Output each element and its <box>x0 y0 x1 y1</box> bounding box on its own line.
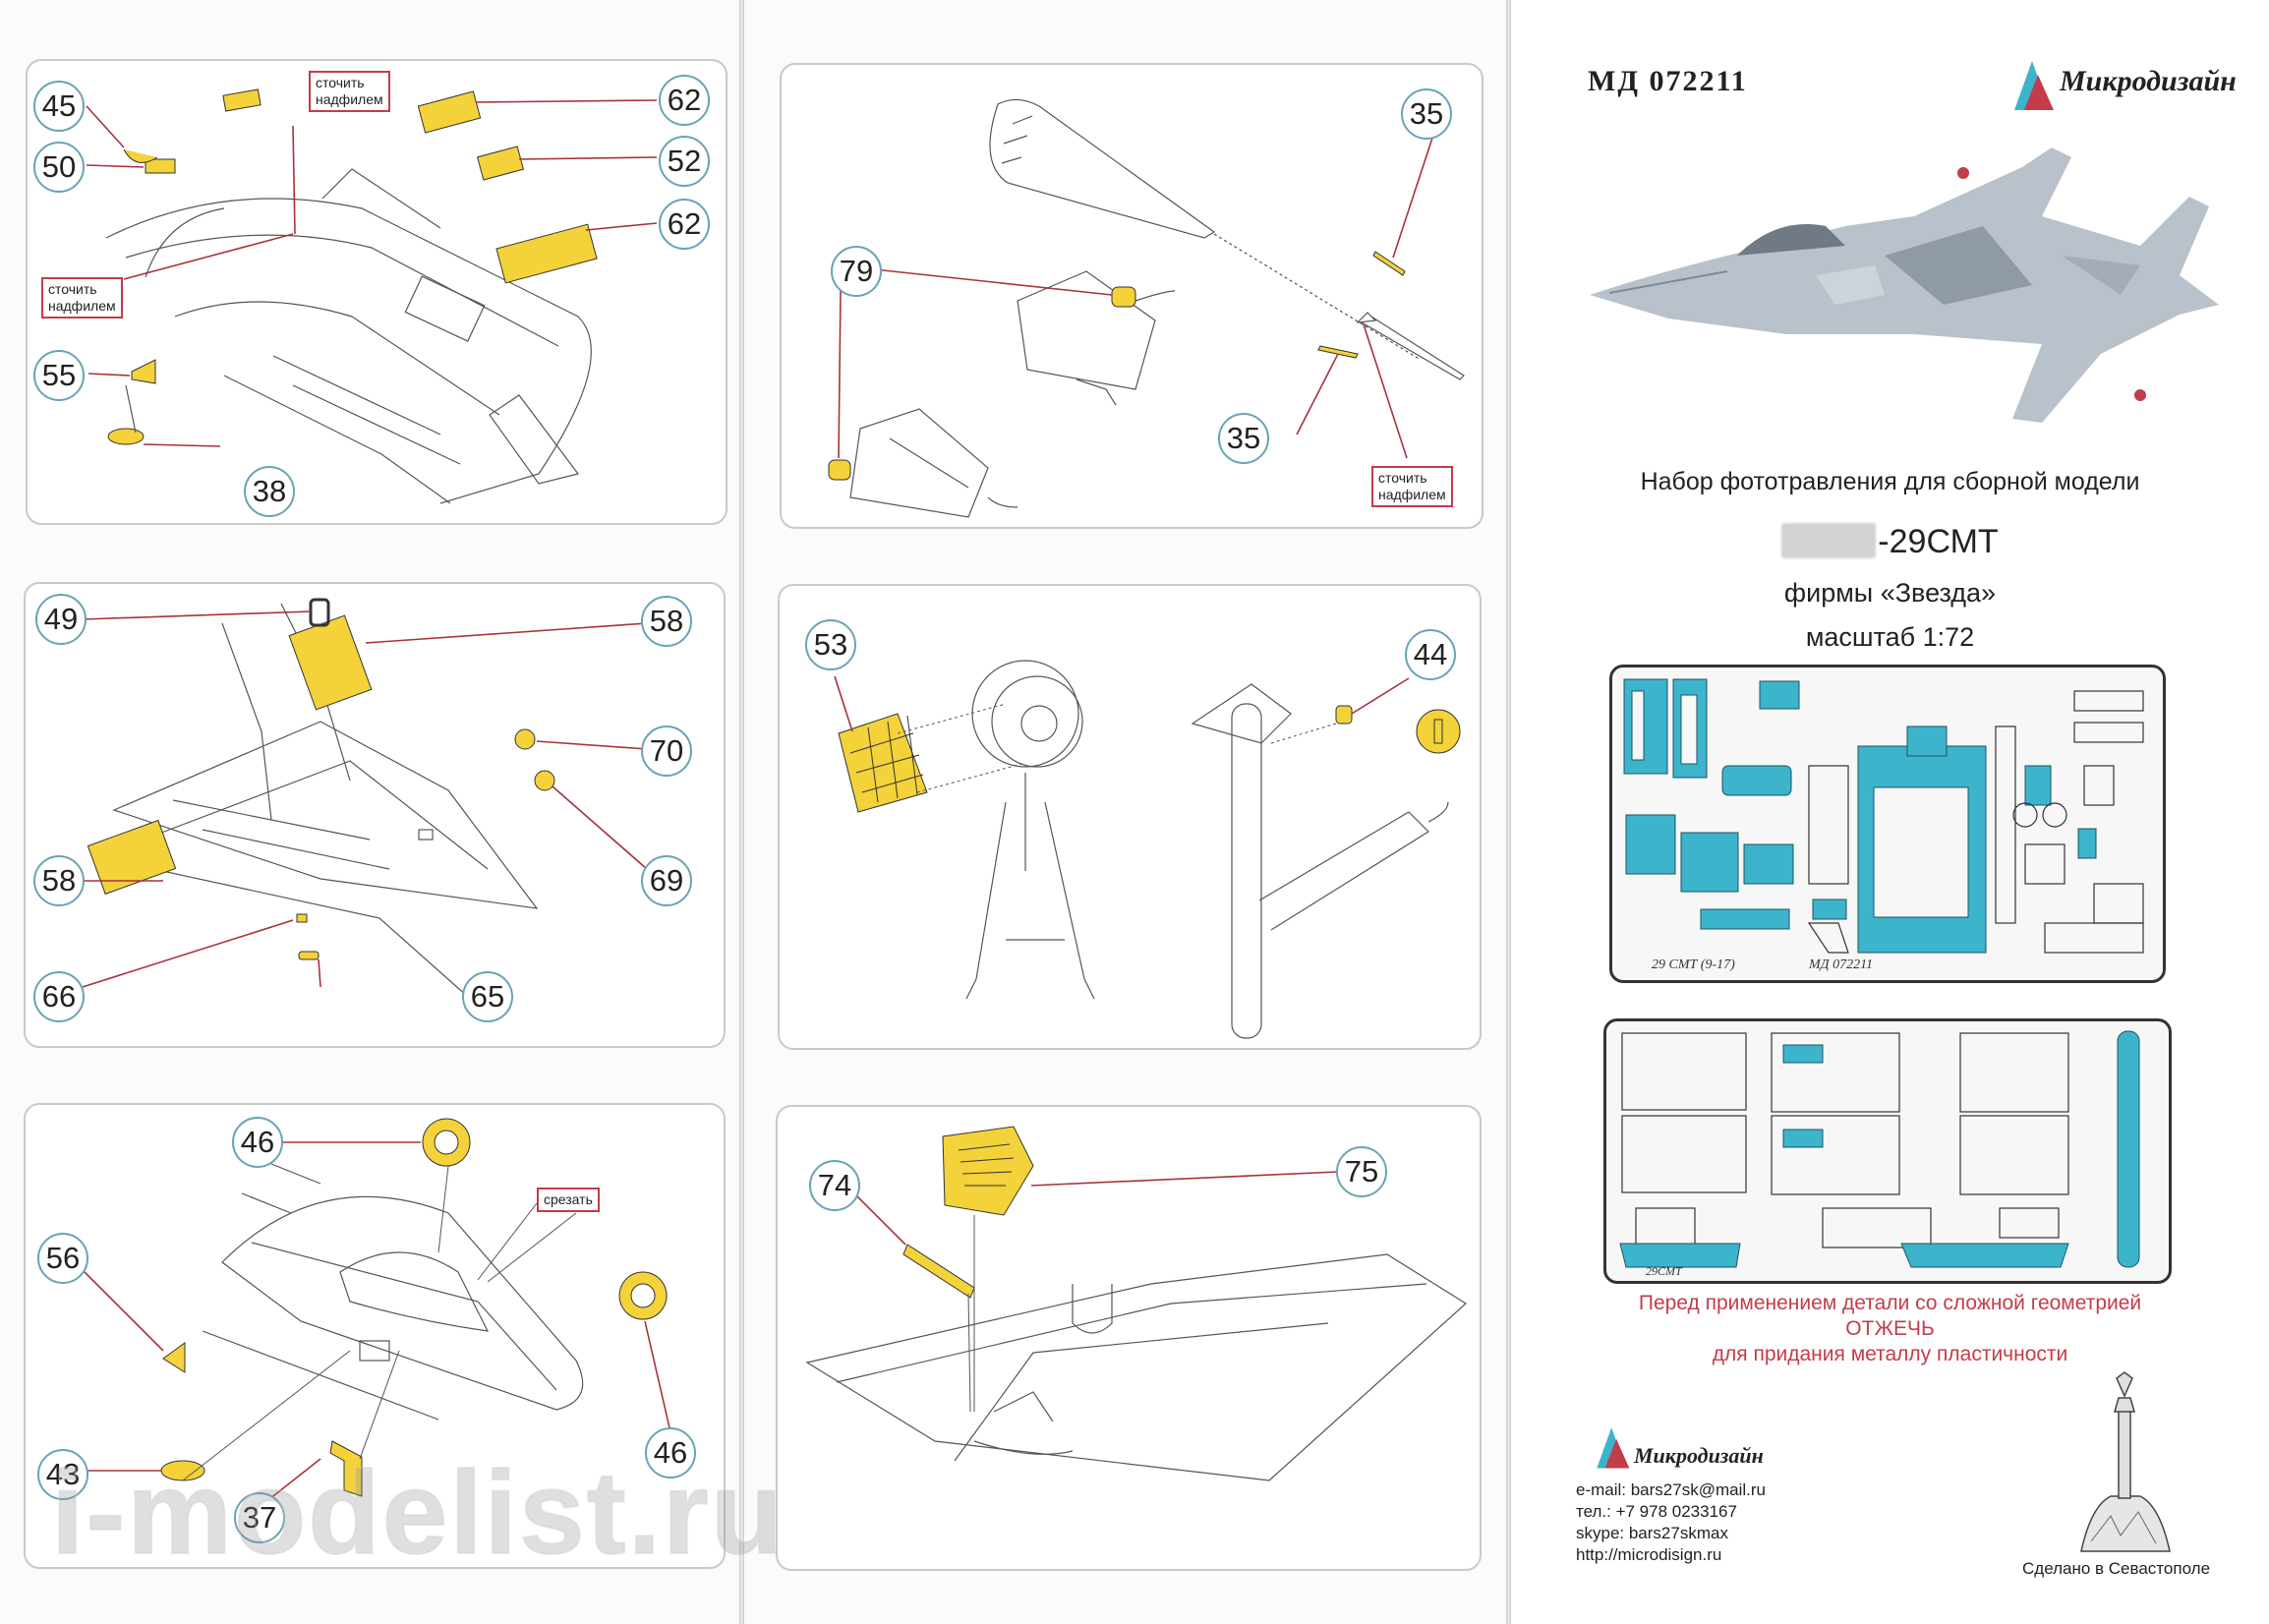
warning-line-2: ОТЖЕЧЬ <box>1845 1317 1935 1340</box>
callout-79: 79 <box>831 246 882 297</box>
callout-35-bottom: 35 <box>1218 413 1269 464</box>
monument-icon <box>2080 1371 2171 1552</box>
note-file-down-3: сточить надфилем <box>1371 466 1453 507</box>
nose-cone-drawing <box>828 98 1465 518</box>
callout-62-bottom: 62 <box>659 199 710 250</box>
watermark-text: i-modelist.ru <box>50 1446 785 1580</box>
contact-phone: тел.: +7 978 0233167 <box>1576 1502 1737 1521</box>
wing-underside-drawing <box>82 598 648 998</box>
instruction-sheet-middle: 35 79 35 сточить надфилем <box>744 0 1506 1624</box>
photoetch-fret-1: 29 СМТ (9-17) МД 072211 <box>1609 665 2166 983</box>
landing-gear-drawing <box>834 660 1461 1039</box>
aircraft-photo-icon <box>1590 147 2219 423</box>
callout-56: 56 <box>37 1233 88 1284</box>
instruction-panel-6: 74 75 <box>776 1105 1482 1571</box>
instruction-panel-1: 45 50 55 38 62 52 62 сточить надфилем ст… <box>26 59 727 525</box>
instruction-sheet-left: 45 50 55 38 62 52 62 сточить надфилем ст… <box>0 0 739 1624</box>
instruction-panel-2: 35 79 35 сточить надфилем <box>780 63 1484 529</box>
fret-1-parts-icon: 29 СМТ (9-17) МД 072211 <box>1623 678 2144 972</box>
callout-75: 75 <box>1336 1146 1387 1197</box>
cover-sheet: МД 072211 Микродизайн Набор фототравлени… <box>1511 0 2269 1624</box>
callout-35-top: 35 <box>1401 88 1452 140</box>
callout-50: 50 <box>33 142 85 193</box>
instruction-panel-3: 49 58 70 58 69 66 65 <box>24 582 726 1048</box>
callout-52: 52 <box>659 136 710 187</box>
wing-tip-drawing <box>805 1126 1467 1481</box>
fret-2-parts-icon: 29СМТ <box>1619 1030 2140 1278</box>
article-number: МД 072211 <box>1588 65 1748 97</box>
fuselage-top-drawing <box>86 88 658 504</box>
callout-58-bottom: 58 <box>33 855 85 906</box>
note-file-down-2: сточить надфилем <box>41 277 123 319</box>
callout-49: 49 <box>35 594 87 645</box>
photoetch-fret-2: 29СМТ <box>1603 1018 2172 1284</box>
callout-43: 43 <box>37 1449 88 1500</box>
fret-1-label-a: 29 СМТ (9-17) <box>1652 957 1735 972</box>
fold-line-2 <box>1506 0 1511 1624</box>
brand-logo-small-icon <box>1597 1427 1630 1469</box>
instruction-panel-4: 53 44 <box>778 584 1482 1050</box>
instruction-panel-5: 46 56 46 43 37 срезать <box>24 1103 726 1569</box>
contact-skype: skype: bars27skmax <box>1576 1524 1728 1542</box>
made-in-label: Сделано в Севастополе <box>2022 1559 2211 1578</box>
callout-46-top: 46 <box>232 1117 283 1168</box>
callout-53: 53 <box>805 619 856 670</box>
callout-58-top: 58 <box>641 596 692 647</box>
kit-manufacturer: фирмы «Звезда» <box>1783 578 1997 608</box>
brand-logo-icon <box>2014 61 2054 110</box>
callout-45: 45 <box>33 81 85 132</box>
callout-74: 74 <box>809 1160 860 1211</box>
nose-section-drawing <box>84 1118 675 1511</box>
callout-55: 55 <box>33 350 85 401</box>
brand-name: Микродизайн <box>2060 65 2237 97</box>
kit-scale: масштаб 1:72 <box>1805 622 1975 652</box>
callout-37: 37 <box>234 1492 285 1543</box>
note-cut-off: срезать <box>537 1188 600 1212</box>
note-file-down-1: сточить надфилем <box>309 71 390 112</box>
callout-38: 38 <box>244 466 295 517</box>
callout-46-bottom: 46 <box>645 1427 696 1479</box>
callout-62-top: 62 <box>659 75 710 126</box>
brand-name-bottom: Микродизайн <box>1634 1443 1764 1468</box>
callout-66: 66 <box>33 971 85 1022</box>
contact-website: http://microdisign.ru <box>1576 1545 1722 1564</box>
kit-subtitle: Набор фототравления для сборной модели <box>1640 468 2140 495</box>
fold-line-1 <box>739 0 744 1624</box>
censored-prefix <box>1781 523 1877 558</box>
callout-70: 70 <box>641 725 692 777</box>
kit-name: -29СМТ <box>1511 523 2269 561</box>
fret-2-label: 29СМТ <box>1646 1264 1683 1278</box>
fret-1-label-b: МД 072211 <box>1808 957 1873 972</box>
warning-line-1: Перед применением детали со сложной геом… <box>1638 1292 2142 1314</box>
callout-65: 65 <box>462 971 513 1022</box>
contact-email: e-mail: bars27sk@mail.ru <box>1576 1480 1766 1499</box>
callout-69: 69 <box>641 855 692 906</box>
warning-line-3: для придания металлу пластичности <box>1712 1343 2068 1365</box>
kit-name-text: -29СМТ <box>1878 523 1999 560</box>
callout-44: 44 <box>1405 629 1456 680</box>
